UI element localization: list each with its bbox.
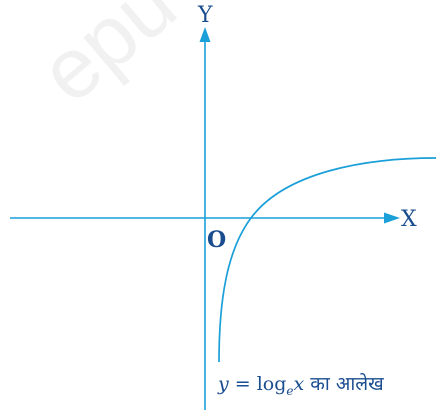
log-curve xyxy=(218,157,437,363)
watermark-text: epu xyxy=(22,0,194,121)
origin-label: O xyxy=(207,227,226,253)
curve-caption: y = logex का आलेख xyxy=(217,372,384,398)
caption-y: y xyxy=(217,373,229,395)
caption-x: x xyxy=(294,373,305,395)
caption-base: e xyxy=(286,384,293,398)
x-axis-arrowhead xyxy=(384,212,400,224)
caption-suffix: का आलेख xyxy=(304,372,384,395)
y-axis-arrowhead xyxy=(199,27,211,42)
caption-log: = log xyxy=(229,373,287,395)
x-axis-label: X xyxy=(401,207,417,232)
y-axis-label: Y xyxy=(197,3,213,28)
